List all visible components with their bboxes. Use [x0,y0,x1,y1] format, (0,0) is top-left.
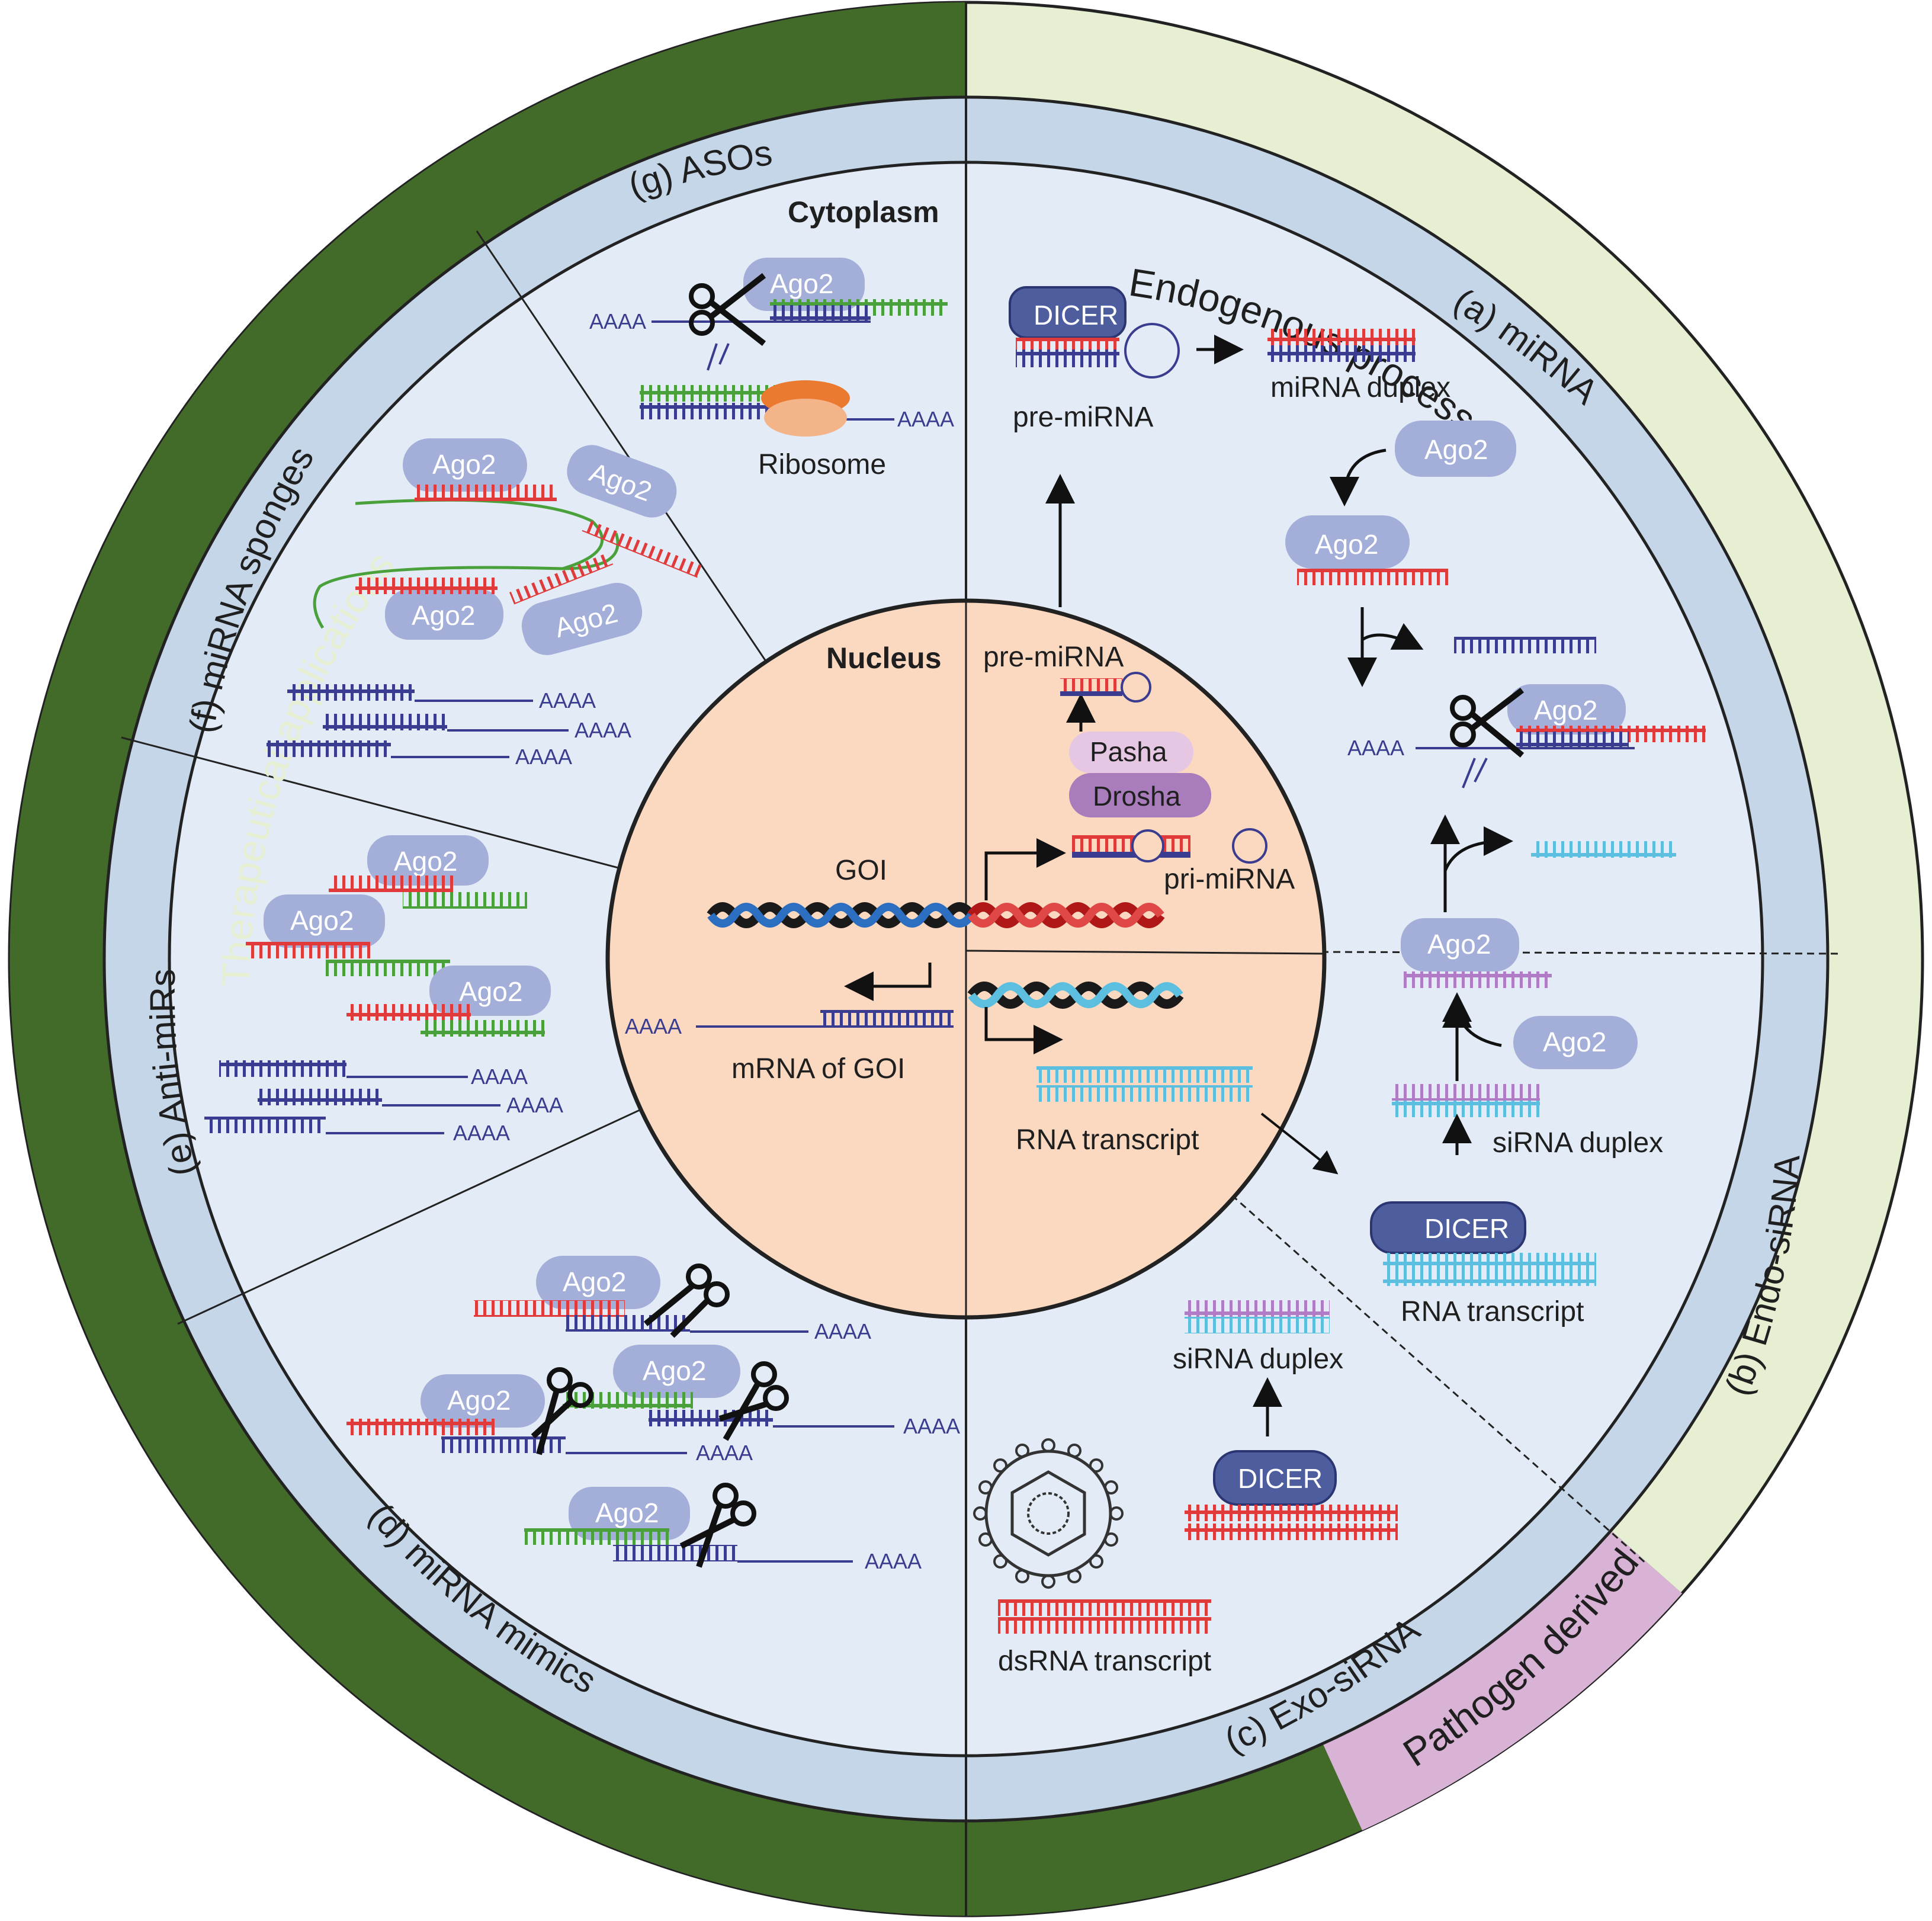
sirna-duplex-b-label: siRNA duplex [1493,1127,1663,1159]
ago2-d1 [536,1256,660,1309]
svg-text:AAAA: AAAA [453,1121,510,1145]
scissors-icon-g [689,273,766,346]
svg-text:Ago2: Ago2 [1424,434,1488,465]
sirna-duplex-c-label: siRNA duplex [1173,1343,1343,1375]
svg-text:Drosha: Drosha [1093,781,1181,812]
nucleus-label: Nucleus [826,642,942,675]
mirna-duplex [1267,329,1416,345]
svg-text:Ago2: Ago2 [290,905,354,936]
ago2-a1 [1395,421,1516,477]
svg-text:AAAA: AAAA [1347,736,1404,760]
drosha [1069,773,1211,817]
sirna-duplex-b [1392,1084,1540,1101]
svg-text:Ago2: Ago2 [394,846,457,877]
svg-text:Ago2: Ago2 [770,268,833,299]
svg-text:Ago2: Ago2 [1543,1027,1606,1057]
pre-mirna-label: pre-miRNA [1013,402,1153,433]
svg-text:DICER: DICER [1424,1213,1509,1244]
cytoplasm-label: Cytoplasm [788,195,939,229]
ago2-d4 [569,1487,690,1540]
svg-text:Ago2: Ago2 [1315,529,1378,560]
rna-transcript-nucleus-label: RNA transcript [1016,1124,1199,1156]
dsrna-transcript-label: dsRNA transcript [998,1646,1211,1677]
sponge-transcript [313,498,604,629]
ago2-e1 [367,835,489,886]
svg-text:AAAA: AAAA [471,1064,528,1089]
ribosome-label: Ribosome [758,449,886,480]
svg-text:Ago2: Ago2 [412,600,475,631]
rna-transcript-nucleus [1036,1066,1253,1083]
goi-helix [707,902,1184,1009]
svg-text:AAAA: AAAA [897,407,954,431]
mirna-duplex-label: miRNA duplex [1270,372,1450,403]
svg-text:AAAA: AAAA [903,1414,960,1438]
ago2-a3 [1507,684,1626,735]
scissors-icon-d3 [718,1361,789,1441]
ago2-f2 [567,445,677,518]
mrna-goi-label: mRNA of GOI [731,1053,905,1085]
svg-text:AAAA: AAAA [696,1441,753,1465]
svg-text:Ago2: Ago2 [1427,929,1491,960]
goi-label: GOI [835,855,887,886]
svg-text:AAAA: AAAA [539,688,596,713]
sirna-duplex-c [1185,1300,1330,1317]
scissors-icon [1450,688,1525,758]
ago2-f1 [403,438,527,492]
svg-text:Pasha: Pasha [1090,736,1167,767]
ago2-e2 [264,894,385,948]
virus-icon [973,1438,1124,1589]
ago2-g [743,258,865,311]
ago2-d2 [421,1374,545,1428]
pri-mirna [1072,835,1190,852]
svg-text:AAAA: AAAA [865,1549,922,1573]
svg-text:Ago2: Ago2 [563,1266,626,1297]
ago2-f4 [521,582,643,655]
nuclear-pre-mirna [1060,678,1122,691]
ago2-e3 [429,966,551,1016]
svg-text:Ago2: Ago2 [643,1355,706,1386]
nuclear-pre-mirna-label: pre-miRNA [983,642,1124,673]
svg-text:AAAA: AAAA [506,1093,563,1117]
pri-mirna-label: pri-miRNA [1164,864,1295,895]
svg-text:DICER: DICER [1238,1463,1323,1494]
ago2-f3 [385,589,503,640]
svg-text:AAAA: AAAA [625,1014,682,1038]
svg-text:Ago2: Ago2 [432,449,496,480]
svg-text:Ago2: Ago2 [459,976,522,1007]
svg-text:DICER: DICER [1034,300,1118,331]
svg-text:AAAA: AAAA [575,718,631,742]
ago2-d3 [613,1345,740,1398]
scissors-icon-d4 [679,1483,756,1568]
ago2-a2 [1285,515,1410,569]
rna-transcript-b-label: RNA transcript [1401,1296,1584,1327]
svg-text:AAAA: AAAA [814,1319,871,1343]
scissors-icon-d1 [643,1263,730,1338]
scissors-icon-d2 [531,1367,593,1455]
svg-text:AAAA: AAAA [589,309,646,333]
ago2-b2 [1513,1016,1638,1069]
svg-text:Ago2: Ago2 [1534,695,1597,726]
svg-text:Ago2: Ago2 [595,1497,659,1528]
pasha [1069,732,1193,773]
ago2-b1 [1401,918,1519,971]
svg-text:AAAA: AAAA [515,745,572,769]
svg-text:Ago2: Ago2 [447,1385,511,1416]
